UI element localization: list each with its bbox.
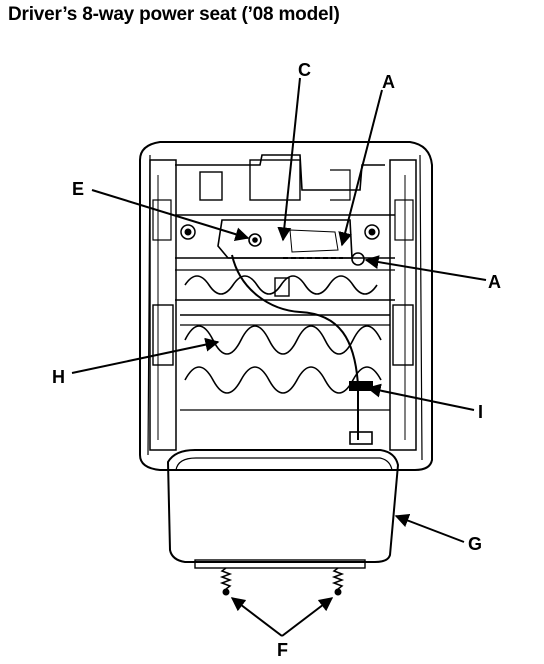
page-title: Driver’s 8-way power seat (’08 model) [8,4,340,25]
callout-G: G [468,534,482,554]
leader-A-top [338,89,383,247]
leader-lines [71,77,487,637]
leader-I [366,383,475,411]
leader-C [277,77,301,242]
callout-F: F [277,640,288,660]
leader-F-left [230,597,283,637]
callout-C: C [298,60,311,80]
leader-G [394,513,465,543]
callout-A-top: A [382,72,395,92]
callout-E: E [72,179,84,199]
seat-back-frame [139,141,433,471]
leader-H [71,337,220,374]
callout-H: H [52,367,65,387]
seat-cushion [166,449,400,596]
callout-labels: C A E A H I G F [52,60,501,660]
switch-plate [217,219,365,297]
callout-A-right: A [488,272,501,292]
leader-A-right [364,255,487,281]
callout-I: I [478,402,483,422]
leader-F-right [281,597,334,637]
leader-E [91,189,250,241]
